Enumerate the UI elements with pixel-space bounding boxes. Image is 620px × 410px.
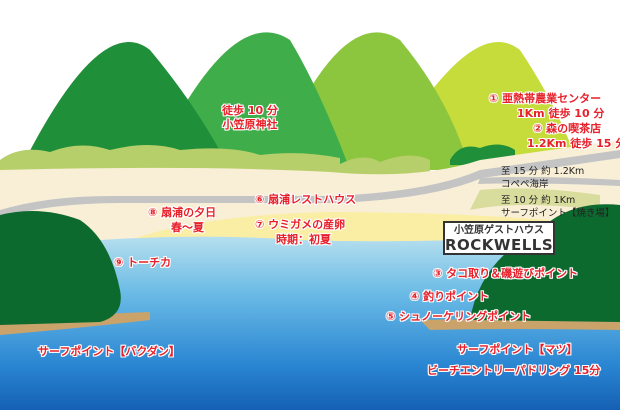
shrine-name: 小笠原神社	[222, 118, 278, 131]
route-kopepe: 至 15 分 約 1.2Km コペペ海岸	[501, 165, 584, 191]
walk-time: 徒歩 10 分	[222, 104, 278, 117]
point-7[interactable]: ⑦ ウミガメの産卵	[255, 218, 345, 232]
point-9[interactable]: ⑨ トーチカ	[114, 256, 171, 270]
point-1[interactable]: ① 亜熱帯農業センター	[489, 92, 601, 106]
surf-point-matsu[interactable]: サーフポイント【マツ】	[457, 343, 578, 356]
point-7-sub: 時期：初夏	[276, 233, 331, 246]
surf-point-bakudan[interactable]: サーフポイント【バクダン】	[38, 345, 180, 358]
sea	[0, 230, 620, 410]
point-2[interactable]: ② 森の喫茶店	[533, 122, 601, 136]
point-6[interactable]: ⑥ 扇浦レストハウス	[255, 193, 356, 207]
point-number: ④	[410, 290, 420, 303]
point-name: 亜熱帯農業センター	[502, 92, 602, 105]
point-name: 森の喫茶店	[546, 122, 602, 135]
point-4[interactable]: ④ 釣りポイント	[410, 290, 489, 304]
point-name: ウミガメの産卵	[268, 218, 346, 231]
route-distance: 至 15 分 約 1.2Km	[501, 166, 585, 177]
paddle-note: ビーチエントリーパドリング 15分	[427, 364, 601, 377]
point-3[interactable]: ③ タコ取り＆磯遊びポイント	[433, 267, 578, 281]
rockwells-logo[interactable]: 小笠原ゲストハウス ROCKWELLS	[443, 221, 555, 255]
route-yakiba: 至 10 分 約 1Km サーフポイント【焼き場】	[501, 194, 614, 220]
logo-subtitle: 小笠原ゲストハウス	[454, 225, 544, 236]
point-1-sub: 1Km 徒歩 10 分	[517, 107, 605, 120]
right-forest	[420, 204, 620, 330]
point-8[interactable]: ⑧ 扇浦の夕日	[148, 206, 216, 220]
road	[0, 150, 620, 218]
point-number: ③	[433, 267, 443, 280]
point-name: 釣りポイント	[423, 290, 490, 303]
point-number: ⑦	[255, 218, 265, 231]
point-number: ⑥	[255, 193, 265, 206]
point-name: タコ取り＆磯遊びポイント	[446, 267, 579, 280]
route-destination: サーフポイント【焼き場】	[501, 208, 615, 219]
point-5[interactable]: ⑤ シュノーケリングポイント	[386, 310, 531, 324]
point-number: ①	[489, 92, 499, 105]
point-name: シュノーケリングポイント	[399, 310, 532, 323]
point-number: ⑧	[148, 206, 158, 219]
mountain-label: 徒歩 10 分 小笠原神社	[222, 104, 278, 132]
point-name: トーチカ	[127, 256, 172, 269]
point-name: 扇浦の夕日	[161, 206, 217, 219]
point-name: 扇浦レストハウス	[268, 193, 357, 206]
point-number: ②	[533, 122, 543, 135]
route-destination: コペペ海岸	[501, 179, 549, 190]
left-forest	[0, 211, 150, 335]
mountain-1	[20, 42, 230, 170]
point-2-sub: 1.2Km 徒歩 15 分	[527, 137, 620, 150]
point-number: ⑨	[114, 256, 124, 269]
logo-title: ROCKWELLS	[445, 236, 554, 254]
point-8-sub: 春～夏	[171, 221, 204, 234]
point-number: ⑤	[386, 310, 396, 323]
route-distance: 至 10 分 約 1Km	[501, 195, 576, 206]
